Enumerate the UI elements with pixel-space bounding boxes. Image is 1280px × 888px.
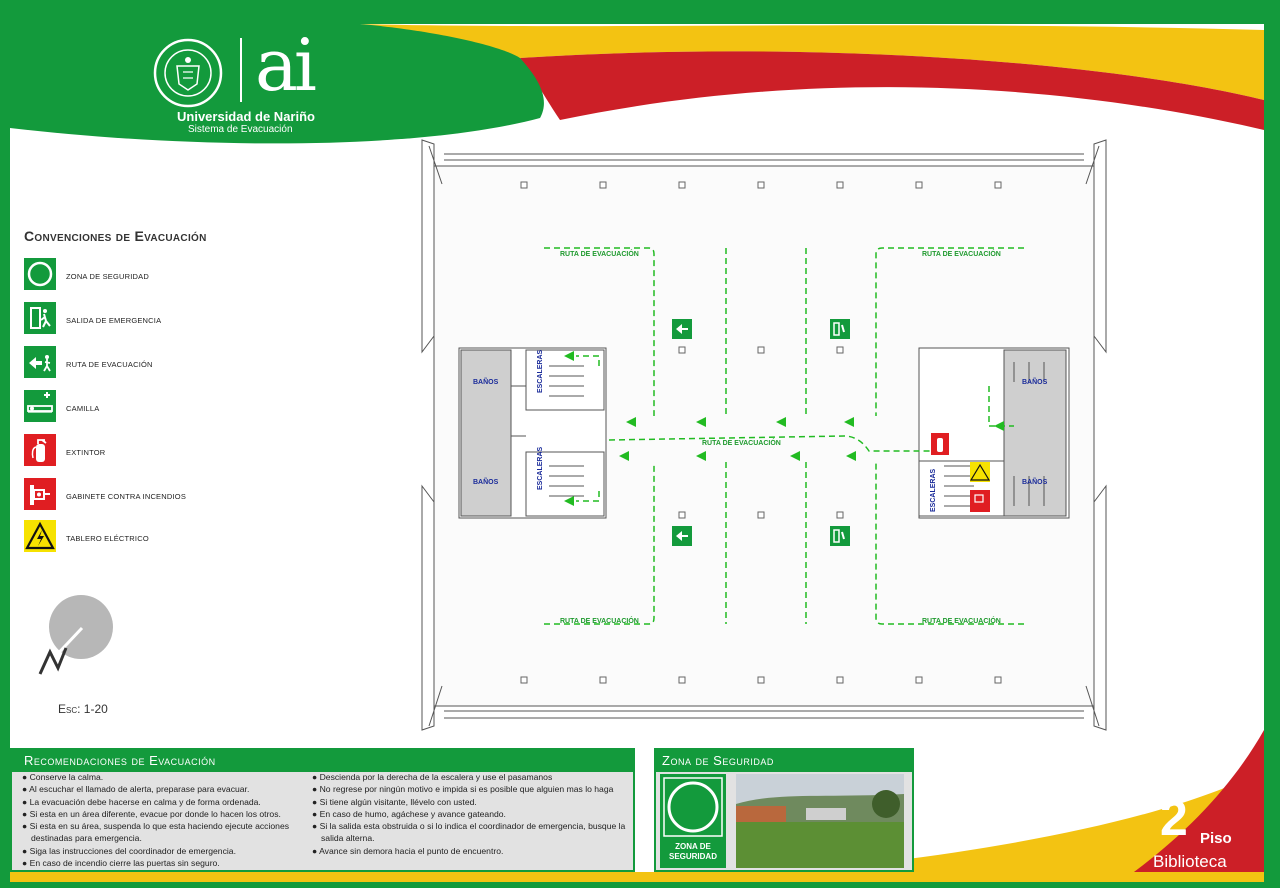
fire-cabinet-icon <box>24 478 56 510</box>
recommendations-panel: Recomendaciones de Evacuación <box>10 748 635 872</box>
system-name: Sistema de Evacuación <box>188 124 293 135</box>
safety-zone-sign-label: ZONA DE SEGURIDAD <box>668 842 717 861</box>
legend-label: Gabinete contra incendios <box>66 492 187 501</box>
legend-label: Zona de seguridad <box>66 272 149 281</box>
route-label-bottom-left: RUTA DE EVACUACIÓN <box>560 618 639 625</box>
route-label-top-right: RUTA DE EVACUACIÓN <box>922 251 1001 258</box>
recommendation-item: ● En caso de incendio cierre las puertas… <box>22 858 220 869</box>
university-name: Universidad de Nariño <box>177 109 315 124</box>
legend-item-fire-cabinet: Gabinete contra incendios <box>24 478 324 512</box>
stairs-label: ESCALERAS <box>537 349 544 393</box>
emergency-exit-icon <box>24 302 56 334</box>
electric-panel-icon <box>24 520 56 552</box>
recommendation-item: ● La evacuación debe hacerse en calma y … <box>22 796 261 807</box>
route-label-bottom-right: RUTA DE EVACUACIÓN <box>922 618 1001 625</box>
recommendation-item: ● Si la salida esta obstruida o si lo in… <box>312 821 626 844</box>
legend-label: Ruta de evacuación <box>66 360 153 369</box>
building-name: Biblioteca <box>1153 852 1227 871</box>
safety-zone-sign-icon <box>663 777 723 837</box>
recommendation-item: ● Siga las instrucciones del coordinador… <box>22 845 236 856</box>
legend-title: Convenciones de Evacuación <box>24 228 207 244</box>
recommendation-item: ● Si tiene algún visitante, llévelo con … <box>312 796 477 807</box>
route-label-center: RUTA DE EVACUACIÓN <box>702 440 781 447</box>
bathrooms-label: BAÑOS <box>1022 379 1048 386</box>
floor-number: 2 <box>1160 790 1188 846</box>
recommendations-title: Recomendaciones de Evacuación <box>24 753 216 768</box>
header-divider <box>240 38 242 102</box>
recommendations-header <box>12 750 633 772</box>
safety-zone-sign: ZONA DE SEGURIDAD <box>660 774 726 868</box>
safety-zone-photo <box>736 774 904 868</box>
floor-word: Piso <box>1200 830 1232 847</box>
legend-item-electric-panel: Tablero eléctrico <box>24 520 324 554</box>
legend-item-evacuation-route: Ruta de evacuación <box>24 346 324 380</box>
bathrooms-label: BAÑOS <box>1022 479 1048 486</box>
evacuation-route-icon <box>24 346 56 378</box>
stretcher-icon <box>24 390 56 422</box>
recommendation-item: ● Si esta en un área diferente, evacue p… <box>22 808 281 819</box>
recommendation-item: ● Conserve la calma. <box>22 772 104 782</box>
legend-item-extinguisher: Extintor <box>24 434 324 468</box>
stairs-label: ESCALERAS <box>930 468 937 512</box>
recommendation-item: ● En caso de humo, agáchese y avance gat… <box>312 808 506 819</box>
ai-logo: ai <box>255 23 317 107</box>
stairs-label: ESCALERAS <box>537 446 544 490</box>
bathrooms-label: BAÑOS <box>473 479 499 486</box>
university-seal <box>153 38 223 108</box>
legend-label: Camilla <box>66 404 100 413</box>
legend-label: Extintor <box>66 448 106 457</box>
floor-plan <box>421 139 1107 731</box>
recommendation-item: ● Avance sin demora hacia el punto de en… <box>312 845 504 856</box>
recommendation-item: ● No regrese por ningún motivo e impida … <box>312 784 614 795</box>
legend-item-safety-zone: Zona de seguridad <box>24 258 324 292</box>
recommendation-item: ● Al escuchar el llamado de alerta, prep… <box>22 784 250 795</box>
legend-item-emergency-exit: Salida de emergencia <box>24 302 324 336</box>
extinguisher-icon <box>24 434 56 466</box>
safety-zone-icon <box>24 258 56 290</box>
route-label-top-left: RUTA DE EVACUACIÓN <box>560 251 639 258</box>
safety-zone-header <box>656 750 912 772</box>
scale-label: Esc: 1-20 <box>58 702 108 716</box>
bathrooms-label: BAÑOS <box>473 379 499 386</box>
safety-zone-title: Zona de Seguridad <box>662 753 774 768</box>
legend-item-stretcher: Camilla <box>24 390 324 424</box>
legend-label: Tablero eléctrico <box>66 534 149 543</box>
recommendations-left: ● Conserve la calma. ● Al escuchar el ll… <box>22 771 312 869</box>
recommendation-item: ● Si esta en su área, suspenda lo que es… <box>22 821 290 844</box>
recommendations-right: ● Descienda por la derecha de la escaler… <box>312 771 627 857</box>
recommendation-item: ● Descienda por la derecha de la escaler… <box>312 772 553 782</box>
legend-label: Salida de emergencia <box>66 316 162 325</box>
north-compass <box>36 592 120 684</box>
